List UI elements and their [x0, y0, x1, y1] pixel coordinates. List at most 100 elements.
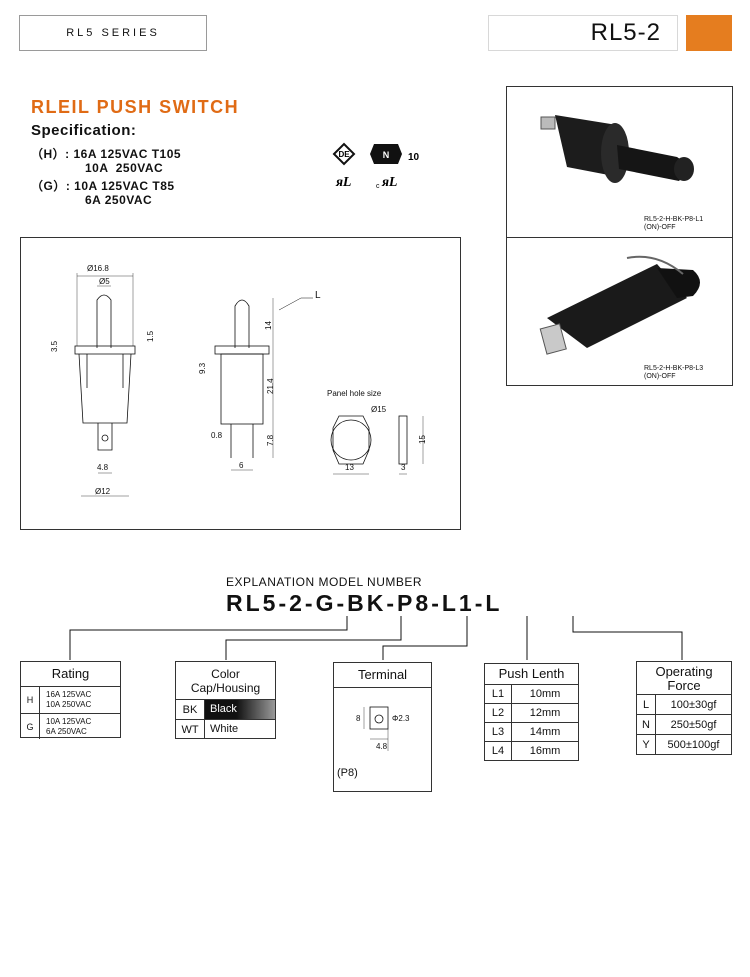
dim-label: 14: [264, 321, 273, 330]
rating-value: 10A 250VAC: [46, 700, 92, 709]
terminal-option-box: Terminal 8 Φ2.3 4.8 (P8): [333, 662, 432, 792]
cul-icon: c ᴙL: [376, 175, 397, 190]
dim-label: 21.4: [266, 378, 275, 394]
rating-value: 6A 250VAC: [46, 727, 87, 736]
rating-code: H: [21, 687, 40, 713]
dim-label: 9.3: [198, 362, 207, 374]
dim-label: 0.8: [211, 431, 223, 440]
operating-force-value: 250±50gf: [670, 718, 717, 731]
operating-force-value: 100±30gf: [670, 698, 717, 711]
series-label: RL5 SERIES: [19, 15, 207, 51]
dim-label: 1.5: [146, 330, 155, 342]
operating-force-code: N: [637, 715, 656, 734]
vde-icon: DE: [332, 142, 356, 166]
push-length-code: L4: [485, 742, 512, 760]
enec-10-icon: N 10: [370, 144, 420, 164]
dim-label: 7.8: [266, 434, 275, 446]
push-length-code: L2: [485, 704, 512, 722]
photo-1-caption: RL5-2-H-BK-P8-L1 (ON)-OFF: [644, 216, 703, 232]
rating-title: Rating: [21, 662, 120, 687]
code-part-base: RL5-2: [226, 590, 305, 616]
color-title-line: Color: [211, 667, 240, 681]
rating-value: 10A 125VAC: [46, 717, 92, 726]
operating-force-row: Y 500±100gf: [637, 735, 731, 754]
color-code: BK: [176, 700, 205, 719]
operating-force-code: Y: [637, 735, 656, 754]
model-number-code: RL5-2-G-BK-P8-L1-L: [226, 590, 503, 616]
dim-label: 6: [239, 461, 244, 470]
photo-2-caption: RL5-2-H-BK-P8-L3 (ON)-OFF: [644, 365, 703, 381]
svg-text:DE: DE: [338, 150, 350, 159]
dim-label: 3: [401, 463, 406, 472]
operating-force-value: 500±100gf: [667, 738, 720, 751]
push-length-code: L1: [485, 685, 512, 703]
color-title: Color Cap/Housing: [176, 662, 275, 700]
switch-image-2: [539, 255, 700, 355]
spec-line-h1: （H）: 16A 125VAC T105: [31, 147, 182, 161]
dim-label: 13: [345, 463, 354, 472]
product-photo-1: RL5-2-H-BK-P8-L1 (ON)-OFF: [506, 86, 733, 238]
push-length-code: L3: [485, 723, 512, 741]
rating-code: G: [21, 714, 40, 739]
color-title-line: Cap/Housing: [190, 681, 261, 695]
operating-force-row: N 250±50gf: [637, 715, 731, 735]
svg-text:c: c: [376, 183, 380, 190]
explanation-heading: EXPLANATION MODEL NUMBER: [226, 575, 423, 589]
spec-line-g1: （G）: 10A 125VAC T85: [31, 179, 175, 193]
terminal-code: (P8): [337, 767, 358, 779]
push-length-value: 12mm: [529, 707, 561, 719]
dim-label: Ø16.8: [87, 264, 109, 273]
color-option-box: Color Cap/Housing BK Black WT White: [175, 661, 276, 739]
dim-label: 3.5: [50, 340, 59, 352]
switch-image-1: [540, 115, 694, 183]
spec-heading: Specification:: [31, 122, 137, 139]
push-length-value: 16mm: [529, 745, 561, 757]
rating-value: 16A 125VAC: [46, 690, 92, 699]
push-length-title: Push Lenth: [485, 664, 578, 685]
photo-2-function: (ON)-OFF: [644, 373, 676, 380]
dim-label: Ø5: [99, 277, 110, 286]
svg-text:N: N: [383, 150, 390, 160]
svg-text:10: 10: [408, 152, 420, 163]
code-part-rating: G: [315, 590, 337, 616]
dim-label: 4.8: [97, 463, 109, 472]
color-code: WT: [176, 720, 205, 739]
terminal-title: Terminal: [334, 663, 431, 688]
model-label: RL5-2: [488, 15, 678, 51]
dim-label: L: [315, 290, 321, 301]
dimension-drawing: Ø16.8 Ø5 3.5 1.5 4.8 Ø12 L 14 9.3 21.4 0…: [20, 237, 461, 530]
svg-text:ᴙL: ᴙL: [335, 175, 351, 190]
connector-lines: [69, 616, 683, 660]
color-row: WT White: [176, 720, 275, 739]
force-title-line: Force: [667, 678, 701, 693]
panel-hole-label: Panel hole size: [327, 389, 382, 398]
spec-line-h2: 10A 250VAC: [85, 161, 164, 175]
operating-force-title: Operating Force: [637, 662, 731, 695]
code-part-terminal: P8: [397, 590, 432, 616]
push-length-row: L3 14mm: [485, 723, 578, 742]
dimension-drawing-svg: Ø16.8 Ø5 3.5 1.5 4.8 Ø12 L 14 9.3 21.4 0…: [50, 264, 427, 497]
color-row: BK Black: [176, 700, 275, 720]
dim-label: 15: [418, 435, 427, 444]
push-length-value: 14mm: [529, 726, 561, 738]
push-length-row: L2 12mm: [485, 704, 578, 723]
photo-1-function: (ON)-OFF: [644, 224, 676, 231]
model-text: RL5-2: [590, 19, 661, 46]
series-text: RL5 SERIES: [66, 27, 160, 39]
color-swatch-white: White: [210, 723, 239, 735]
dim-label: 4.8: [376, 742, 388, 751]
photo-1-code: RL5-2-H-BK-P8-L1: [644, 216, 704, 223]
push-length-row: L4 16mm: [485, 742, 578, 760]
accent-square: [686, 15, 732, 51]
dim-label: Ø15: [371, 405, 387, 414]
dim-label: Φ2.3: [392, 714, 410, 723]
cert-marks: DE N 10 ᴙL c ᴙL: [332, 142, 420, 190]
color-swatch-black: Black: [205, 700, 275, 719]
